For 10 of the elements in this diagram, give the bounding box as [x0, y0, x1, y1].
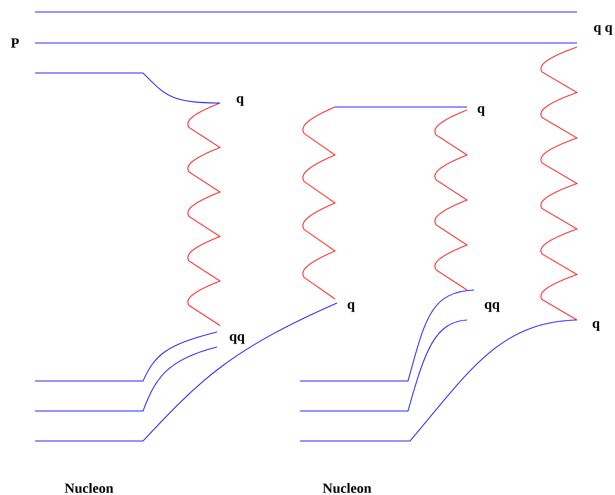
- quark-label: q: [592, 321, 600, 331]
- quark-label: q: [348, 302, 355, 312]
- diquark-label: qq: [484, 302, 500, 312]
- diquark-label: qq: [230, 334, 245, 344]
- nucleon-label: Nucleon: [322, 483, 372, 493]
- quark-label: q: [478, 106, 485, 116]
- quark-label: q q: [594, 25, 612, 35]
- quark-label: q: [236, 96, 244, 106]
- proton-label: P: [10, 38, 19, 48]
- nucleon-label: Nucleon: [64, 483, 114, 493]
